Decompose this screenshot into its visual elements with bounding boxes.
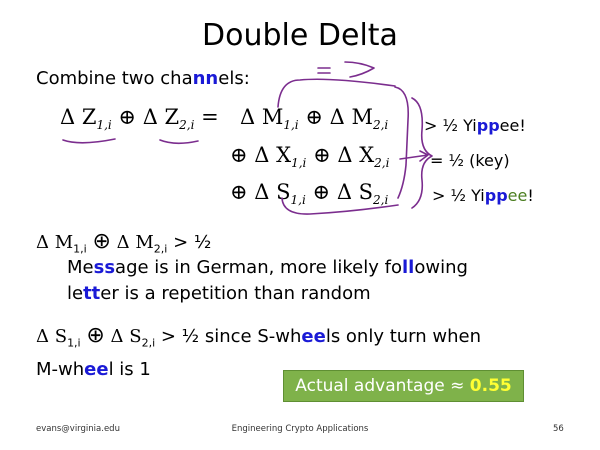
ink-arc-bottom: [281, 197, 399, 215]
intro-text: Combine two channels:: [36, 68, 250, 89]
ink-brace-results: [411, 97, 433, 209]
equation-row-1-lhs: Δ Z1,i ⊕ Δ Z2,i =: [60, 105, 219, 133]
equation-row-2: ⊕ Δ X1,i ⊕ Δ X2,i: [230, 143, 390, 171]
m-reason: Message is in German, more likely follow…: [67, 257, 468, 304]
equation-row-1-rhs: Δ M1,i ⊕ Δ M2,i: [240, 105, 389, 133]
ink-mark-arrow: [344, 61, 375, 78]
ink-bracket-right: [394, 86, 410, 199]
m-claim: Δ M1,i ⊕ Δ M2,i > ½: [36, 229, 212, 256]
result-row-1: > ½ Yippee!: [424, 116, 526, 135]
equation-row-3: ⊕ Δ S1,i ⊕ Δ S2,i: [230, 180, 389, 208]
slide-title: Double Delta: [202, 18, 398, 53]
footer-page-number: 56: [553, 424, 564, 434]
ink-underline-z1: [62, 138, 116, 144]
result-row-2: = ½ (key): [430, 151, 510, 170]
ink-underline-z2: [159, 139, 199, 145]
footer-course: Engineering Crypto Applications: [231, 424, 369, 434]
ink-arrow-key: [399, 150, 429, 162]
s-claim: Δ S1,i ⊕ Δ S2,i > ½ since S-wheels only …: [36, 323, 482, 380]
result-row-3: > ½ Yippee!: [432, 186, 534, 205]
footer-email: evans@virginia.edu: [36, 424, 120, 434]
ink-arc-top: [277, 78, 396, 108]
advantage-badge: Actual advantage ≈ 0.55: [283, 370, 524, 402]
ink-mark-eq: [317, 67, 331, 74]
